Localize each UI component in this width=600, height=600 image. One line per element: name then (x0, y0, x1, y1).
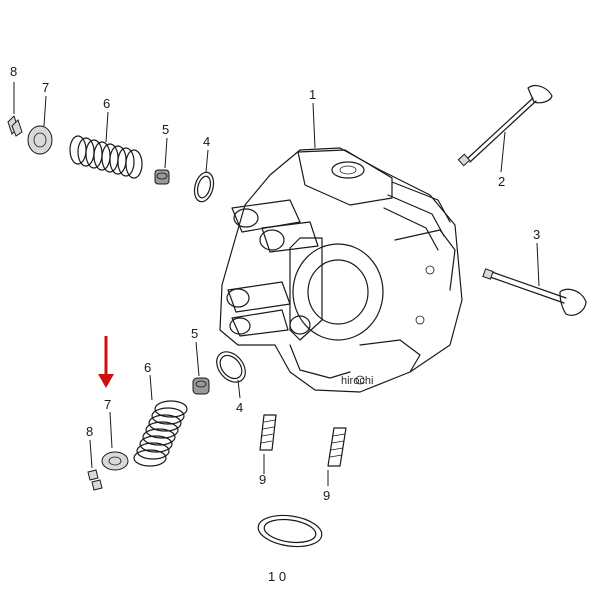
valve-spring-top (69, 135, 143, 179)
highlight-arrow (98, 336, 114, 388)
label-seal-top: 5 (162, 122, 169, 137)
head-gasket (257, 514, 323, 548)
valve-stem-seal-top (154, 169, 170, 185)
o-ring-bottom (216, 351, 246, 383)
valve-stem-seal-bottom (192, 377, 210, 395)
label-cylinder-head: 1 (309, 87, 316, 102)
label-oring-top: 4 (203, 134, 210, 149)
label-retainer-bottom: 7 (104, 397, 111, 412)
label-stud-left: 9 (259, 472, 266, 487)
label-oring-bottom: 4 (236, 400, 243, 415)
stud-right (327, 427, 347, 467)
spring-retainer-top (27, 125, 53, 155)
valve-cotter-bottom (87, 469, 103, 491)
label-stud-right: 9 (323, 488, 330, 503)
watermark-text: hirochi (341, 375, 373, 387)
valve-cotter-top (7, 115, 23, 137)
valve-spring-bottom (133, 400, 188, 467)
label-clip-bottom: 8 (86, 424, 93, 439)
label-valve-exhaust: 2 (498, 174, 505, 189)
label-spring-top: 6 (103, 96, 110, 111)
leader-lines (13, 82, 540, 486)
label-seal-bottom: 5 (191, 326, 198, 341)
label-clip-top: 8 (10, 64, 17, 79)
label-retainer-top: 7 (42, 80, 49, 95)
label-spring-bottom: 6 (144, 360, 151, 375)
valve-intake (482, 268, 587, 316)
spring-retainer-bottom (101, 451, 129, 471)
stud-left (259, 414, 277, 451)
label-valve-intake: 3 (533, 227, 540, 242)
label-gasket: 1 0 (268, 569, 286, 584)
valve-exhaust (457, 84, 553, 167)
cylinder-head (219, 147, 463, 393)
o-ring-top (193, 171, 215, 203)
